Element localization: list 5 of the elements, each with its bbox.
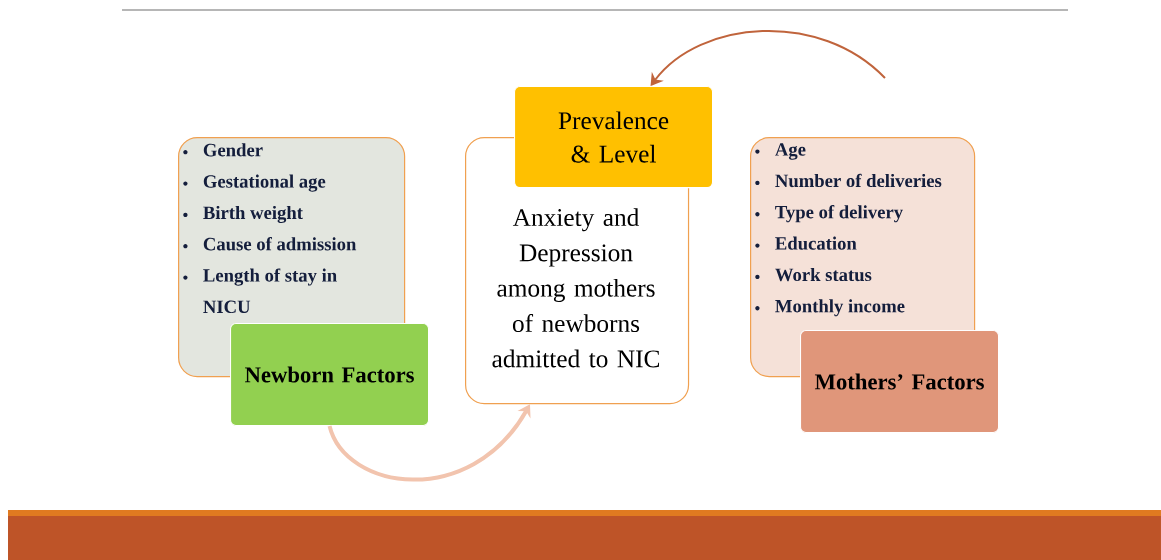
curved-arrow	[650, 30, 886, 86]
heading-box: Prevalence & Level	[514, 86, 714, 189]
heading-box: Mothers’ Factors	[800, 330, 1000, 434]
curved-arrow	[327, 404, 531, 482]
heading-box: Newborn Factors	[230, 323, 430, 427]
